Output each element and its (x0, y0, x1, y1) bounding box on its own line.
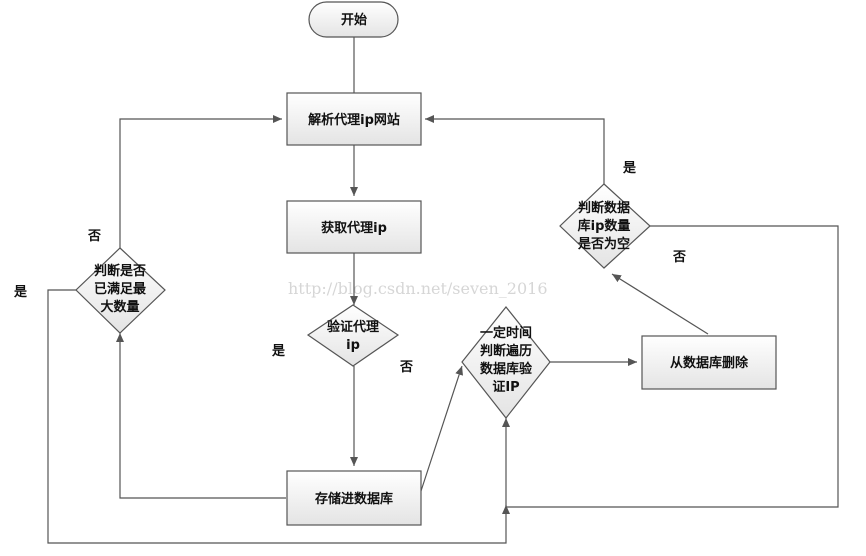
start-label: 开始 (341, 12, 367, 28)
verify-label-1: 验证代理 (327, 319, 379, 335)
fetch-proxy-box (286, 200, 422, 254)
check-max-label-2: 已满足最 (94, 281, 147, 297)
delete-label: 从数据库删除 (670, 355, 749, 371)
timer-label-4: 证IP (492, 380, 519, 395)
store-label: 存储进数据库 (315, 491, 393, 507)
start-terminal (308, 1, 399, 38)
delete-from-db-box (641, 335, 777, 390)
check-empty-no-label: 否 (672, 250, 686, 265)
edge-delete-to-check-empty (611, 273, 709, 335)
edge-check-max-yes-to-timer (47, 289, 510, 544)
check-max-label-1: 判断是否 (94, 263, 146, 279)
check-max-diamond (75, 247, 166, 334)
check-max-no-label: 否 (87, 229, 101, 244)
parse-label: 解析代理ip网站 (307, 112, 400, 128)
verify-proxy-diamond (306, 304, 400, 367)
timer-label-3: 数据库验 (480, 361, 533, 377)
parse-site-box (286, 92, 422, 146)
edge-check-empty-no-to-timer (502, 225, 839, 508)
check-empty-label-1: 判断数据 (578, 200, 630, 216)
check-empty-label-3: 是否为空 (577, 236, 630, 252)
check-empty-label-2: 库ip数量 (578, 218, 631, 234)
edge-check-empty-yes-to-parse (425, 115, 605, 184)
check-max-label-3: 大数量 (100, 299, 139, 315)
check-max-yes-label: 是 (13, 285, 28, 300)
edge-store-to-check-max (116, 333, 286, 499)
timer-diamond (461, 306, 551, 419)
timer-label-1: 一定时间 (480, 325, 532, 341)
verify-no-label: 否 (399, 360, 413, 375)
check-empty-yes-label: 是 (622, 161, 637, 176)
watermark: http://blog.csdn.net/seven_2016 (288, 279, 548, 298)
check-empty-diamond (559, 183, 651, 269)
timer-label-2: 判断遍历 (480, 343, 532, 359)
edge-store-to-timer (419, 365, 463, 495)
verify-label-2: ip (346, 338, 360, 353)
edge-check-max-no-to-parse (119, 115, 282, 248)
store-db-box (286, 470, 422, 526)
fetch-label: 获取代理ip (321, 220, 387, 236)
verify-yes-label: 是 (271, 344, 286, 359)
